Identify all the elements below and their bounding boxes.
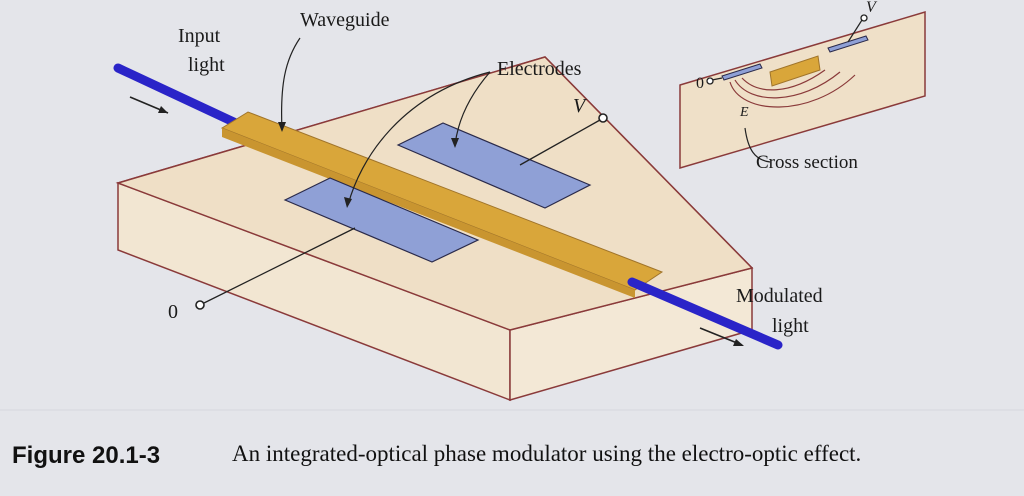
- figure-number: Figure 20.1-3: [12, 442, 160, 469]
- field-label: E: [739, 105, 749, 120]
- waveguide-label: Waveguide: [300, 9, 390, 31]
- output-arrowhead: [733, 339, 744, 346]
- field-line-2: [734, 71, 841, 99]
- input-light-label-1: Input: [178, 25, 221, 47]
- cross-section-leader: [744, 127, 771, 163]
- input-light-label-2: light: [188, 54, 225, 76]
- modulated-label-1: Modulated: [736, 285, 823, 307]
- cross-section-waveguide: [769, 55, 821, 87]
- inset-ground-label: 0: [696, 75, 704, 92]
- inset-voltage-label: V: [866, 0, 878, 16]
- inset-voltage-terminal: [860, 14, 868, 22]
- field-line-1: [729, 74, 856, 108]
- cross-section-electrode-right: [827, 35, 869, 53]
- inset-ground-terminal: [706, 77, 714, 85]
- electrode-front: [283, 177, 480, 263]
- input-arrowhead: [158, 106, 168, 113]
- cross-section-electrode-left: [721, 63, 763, 81]
- field-line-3: [741, 69, 826, 91]
- voltage-wire: [519, 119, 601, 166]
- voltage-terminal: [598, 113, 608, 123]
- ground-terminal: [195, 300, 205, 310]
- voltage-label: V: [573, 95, 588, 117]
- electrode-back: [396, 122, 592, 209]
- cross-section-label: Cross section: [756, 152, 858, 173]
- output-beam: [627, 277, 783, 350]
- input-beam: [113, 63, 245, 130]
- ground-wire: [203, 227, 356, 304]
- figure-caption: An integrated-optical phase modulator us…: [232, 441, 861, 466]
- electrode-leader-front: [347, 71, 491, 206]
- electrode-leader-back: [454, 71, 491, 146]
- electrodes-label: Electrodes: [497, 58, 582, 80]
- waveguide-leader: [281, 37, 301, 131]
- ground-label: 0: [168, 301, 178, 323]
- modulated-label-2: light: [772, 315, 809, 337]
- cross-section-slab: [679, 10, 926, 170]
